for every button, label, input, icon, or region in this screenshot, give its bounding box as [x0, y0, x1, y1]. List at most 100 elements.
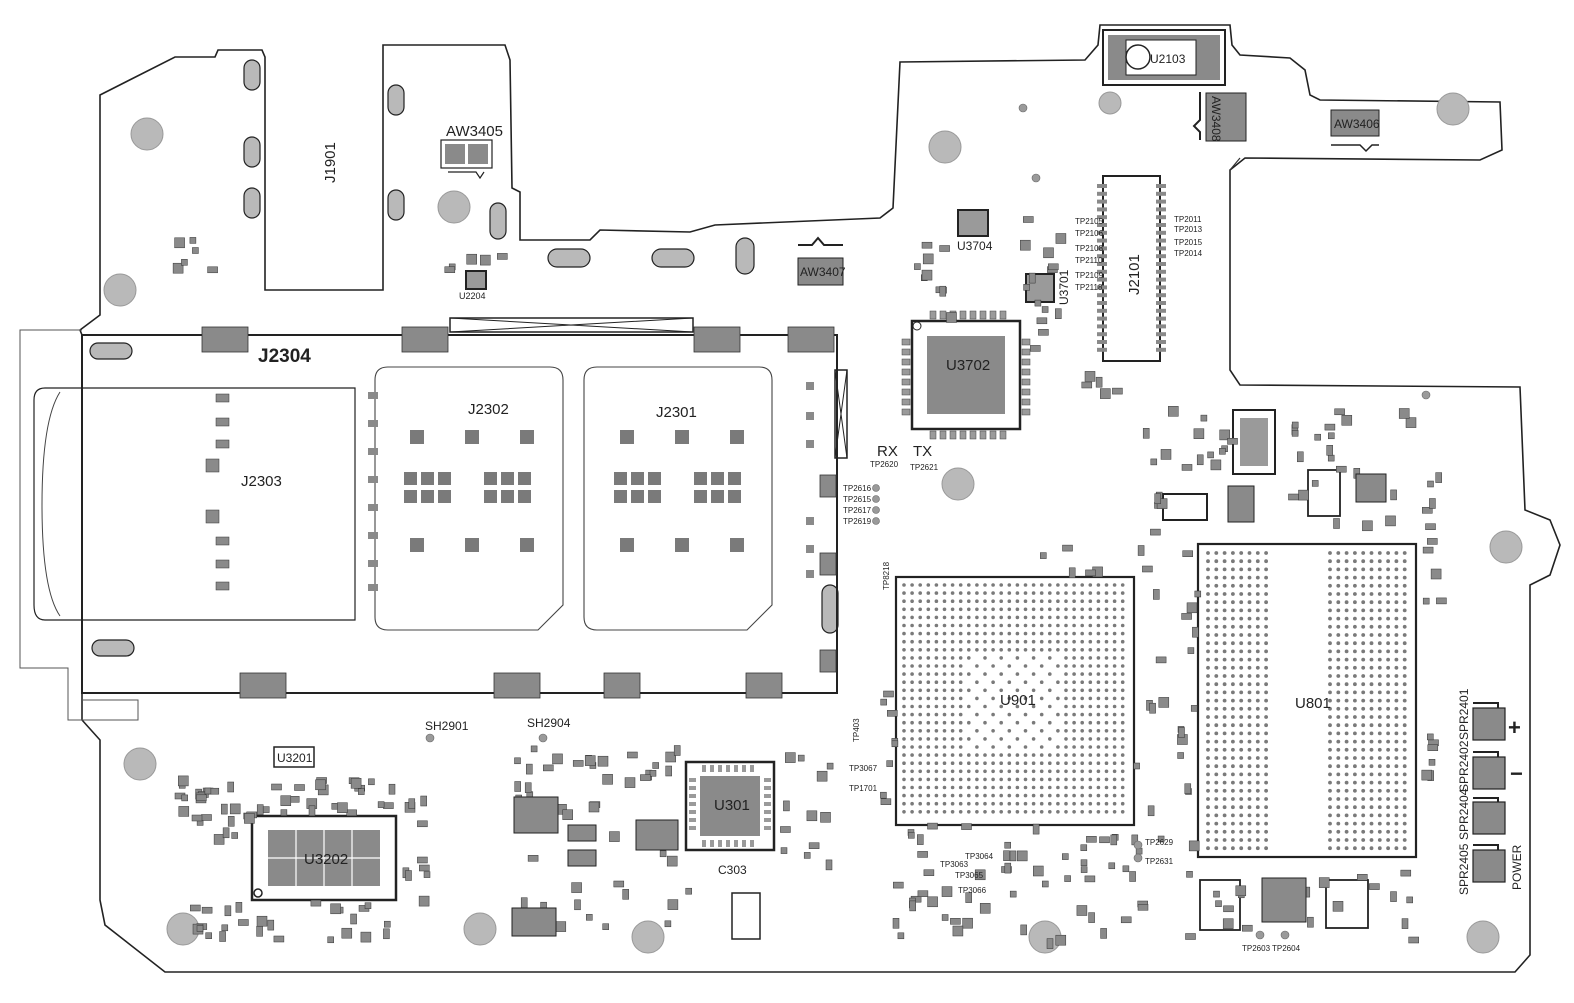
passive-component: [196, 925, 204, 932]
passive-component: [444, 266, 456, 273]
passive-component: [174, 237, 185, 249]
test-points: [425, 103, 1431, 940]
passive-component: [1327, 454, 1335, 462]
label-tp2110: TP2110: [1075, 256, 1103, 265]
passive-component: [892, 918, 900, 929]
passive-component: [893, 881, 904, 889]
label-j2304: J2304: [258, 346, 311, 367]
passive-component: [1307, 916, 1314, 928]
passive-component: [1055, 233, 1067, 244]
passive-component: [1177, 752, 1184, 759]
label-sh2904: SH2904: [527, 716, 571, 730]
passive-component: [207, 266, 218, 274]
mounting-hole: [1489, 530, 1523, 564]
passive-component: [327, 936, 334, 944]
passive-component: [256, 926, 263, 937]
passive-component: [1219, 448, 1226, 455]
passive-component: [1298, 489, 1309, 501]
label-j2303: J2303: [241, 473, 282, 490]
label-spr2401: SPR2401: [1457, 688, 1471, 740]
side-connector-outline: [19, 329, 139, 721]
passive-component: [364, 902, 372, 909]
passive-component: [640, 774, 651, 781]
passive-component: [315, 779, 326, 791]
mounting-hole: [463, 912, 497, 946]
j2101-outline: [1102, 175, 1161, 362]
passive-component: [1406, 896, 1413, 904]
label-spr2404: SPR2404: [1457, 788, 1471, 840]
passive-component: [1081, 381, 1093, 389]
label-tp2631: TP2631: [1145, 857, 1174, 866]
passive-component: [417, 856, 428, 864]
passive-component: [1390, 489, 1397, 501]
passive-component: [665, 751, 676, 763]
passive-component: [555, 921, 567, 932]
passive-component: [825, 859, 833, 871]
label-tp2615: TP2615: [843, 495, 872, 504]
passive-component: [417, 820, 428, 828]
j2303-pins: [205, 393, 230, 591]
passive-component: [330, 903, 341, 915]
passive-component: [227, 816, 235, 827]
passive-component: [627, 751, 638, 759]
passive-component: [1436, 597, 1447, 605]
passive-component: [673, 745, 681, 756]
passive-component: [1084, 875, 1096, 883]
passive-component: [1122, 865, 1130, 873]
mounting-hole: [437, 190, 471, 224]
slot: [243, 187, 261, 219]
passive-component: [1038, 329, 1049, 336]
passive-component: [803, 852, 811, 859]
slot: [489, 202, 507, 240]
label-sh2901: SH2901: [425, 719, 469, 733]
passive-component: [1142, 565, 1153, 573]
passive-component: [880, 791, 887, 799]
passive-component: [922, 253, 934, 265]
passive-component: [423, 871, 431, 878]
passive-component: [974, 869, 986, 881]
passive-component: [224, 905, 232, 917]
u2103-outline: [1102, 29, 1226, 86]
passive-component: [880, 798, 892, 805]
passive-component: [1341, 415, 1353, 426]
passive-component: [227, 781, 234, 793]
passive-component: [1133, 762, 1140, 770]
passive-component: [1181, 464, 1193, 471]
passive-component: [1120, 916, 1132, 924]
label-tp2015: TP2015: [1174, 238, 1203, 247]
label-j1901: J1901: [322, 142, 339, 183]
passive-component: [1400, 869, 1412, 877]
label-u3202: U3202: [304, 851, 348, 868]
u301-pins: [689, 765, 771, 847]
passive-component: [921, 269, 933, 281]
passive-component: [1334, 408, 1345, 416]
oval-slots: [89, 59, 839, 657]
u3702-outline: [910, 319, 1022, 431]
passive-component: [897, 932, 905, 940]
passive-component: [917, 890, 929, 897]
label-u3704: U3704: [957, 239, 993, 253]
passive-component: [586, 914, 593, 921]
passive-component: [1235, 885, 1247, 897]
passive-component: [331, 803, 339, 810]
passive-component: [1291, 430, 1299, 437]
mounting-holes: [103, 91, 1523, 954]
passive-component: [1194, 590, 1202, 598]
label-aw3405: AW3405: [446, 123, 503, 140]
j2302-outline: [374, 366, 564, 631]
passive-component: [1196, 454, 1204, 466]
passive-component: [780, 847, 788, 854]
label-spr2402: SPR2402: [1457, 740, 1471, 792]
label-minus: −: [1510, 761, 1523, 786]
label-tp2106: TP2106: [1075, 229, 1104, 238]
passive-component: [526, 763, 533, 775]
label-plus: +: [1508, 715, 1521, 740]
slot: [735, 237, 755, 275]
passive-component: [178, 775, 189, 787]
passive-component: [923, 869, 935, 876]
passive-component: [1160, 449, 1172, 460]
passive-component: [1318, 877, 1330, 888]
passive-component: [1427, 733, 1434, 741]
passive-component: [1422, 546, 1434, 554]
